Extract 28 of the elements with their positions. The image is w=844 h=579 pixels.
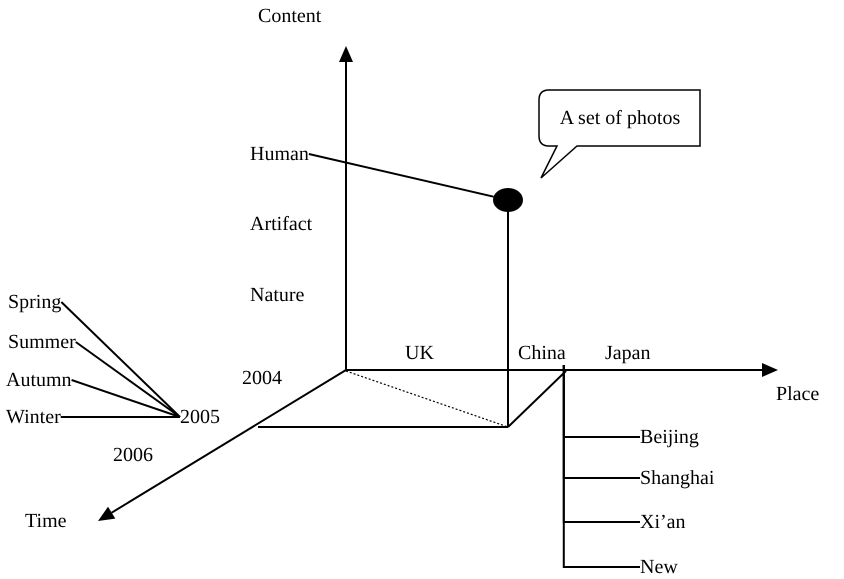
axis-value: Artifact: [250, 212, 312, 236]
connector-line: [60, 416, 180, 418]
connector-line: [60, 301, 181, 418]
connector-line: [75, 341, 181, 418]
speech-bubble: A set of photos: [537, 88, 703, 180]
axis-value: UK: [405, 341, 434, 365]
city-label: Beijing: [640, 425, 699, 449]
connector-line: [308, 153, 494, 198]
axis-value: Japan: [605, 341, 651, 365]
connector-line: [562, 364, 641, 568]
axis-value: China: [518, 341, 566, 365]
axis-title: Time: [25, 509, 67, 533]
city-label: Shanghai: [640, 466, 714, 490]
season-label: Winter: [6, 405, 61, 429]
year-label: 2006: [113, 443, 153, 467]
year-label: 2005: [180, 405, 220, 429]
data-point: [493, 188, 523, 212]
year-label: 2004: [242, 366, 282, 390]
axis-value: Human: [250, 142, 309, 166]
city-label: New: [640, 555, 678, 579]
connector-line: [71, 379, 180, 418]
axis-title: Place: [776, 382, 820, 406]
axis-title: Content: [258, 4, 322, 28]
season-label: Spring: [8, 290, 62, 314]
axis-value: Nature: [250, 283, 304, 307]
season-label: Summer: [8, 330, 76, 354]
city-label: Xi’an: [640, 510, 686, 534]
season-label: Autumn: [6, 368, 72, 392]
